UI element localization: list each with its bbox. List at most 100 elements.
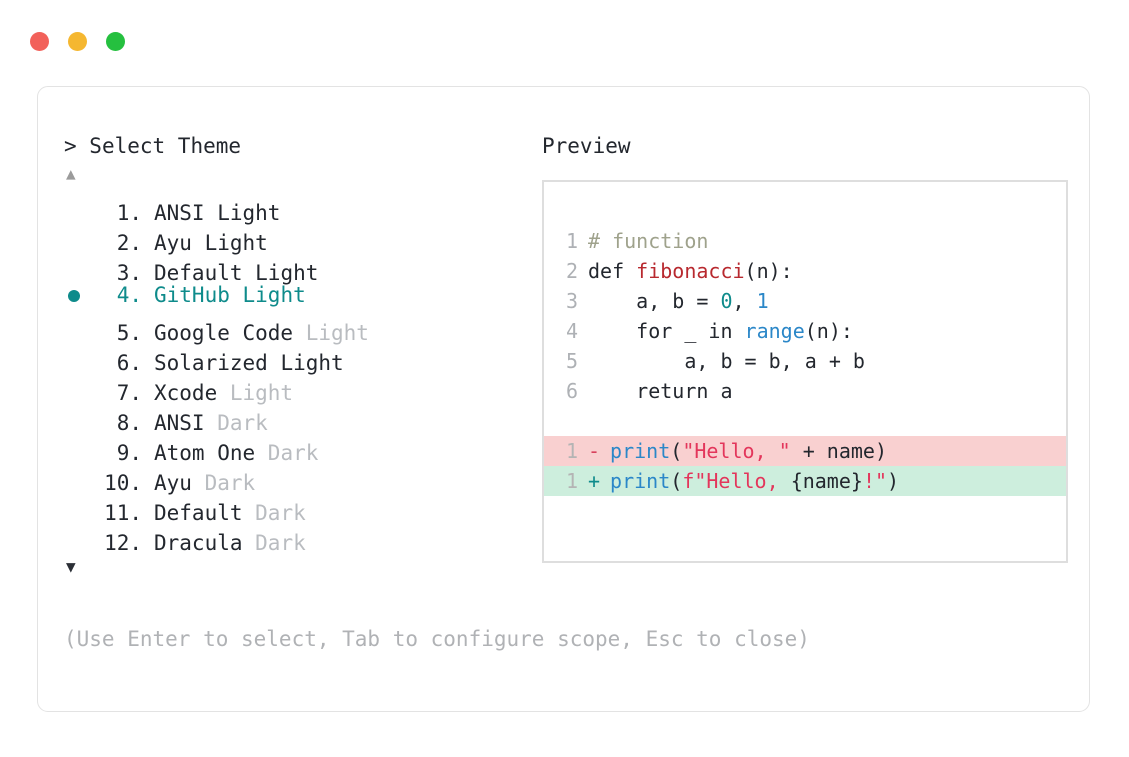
- code-line: 6 return a: [544, 376, 1066, 406]
- diff-sign-icon: -: [588, 439, 601, 463]
- code-line-content: for _ in range(n):: [588, 316, 853, 346]
- theme-item-variant: Dark: [255, 501, 306, 525]
- code-token: def: [588, 259, 637, 283]
- code-token: fibonacci: [636, 259, 745, 283]
- selection-marker: [64, 400, 96, 430]
- minimize-button[interactable]: [68, 32, 87, 51]
- selected-bullet-icon: [68, 290, 80, 302]
- theme-item-variant: Light: [280, 351, 344, 375]
- selection-marker: [64, 340, 96, 370]
- theme-item-name: Google Code Light: [154, 321, 369, 345]
- code-line-content: a, b = b, a + b: [588, 346, 865, 376]
- theme-item-variant: Light: [229, 381, 294, 405]
- selection-marker: [64, 220, 96, 250]
- theme-item-index: 11.: [104, 501, 142, 525]
- code-token: 1: [756, 289, 769, 313]
- theme-item-variant: Dark: [217, 411, 268, 435]
- theme-item-variant: Light: [255, 261, 319, 285]
- selection-marker: [64, 310, 96, 340]
- theme-list-item[interactable]: 2.Ayu Light: [64, 220, 534, 255]
- selection-marker: [64, 370, 96, 400]
- diff-line-content: print("Hello, " + name): [598, 436, 887, 466]
- code-line-content: # function: [588, 226, 708, 256]
- code-token: print: [610, 439, 671, 463]
- theme-list-item[interactable]: 10. Ayu Dark: [64, 460, 534, 495]
- code-spacer: [544, 406, 1066, 436]
- line-number: 3: [565, 289, 578, 313]
- code-token: (: [670, 439, 683, 463]
- code-token: ): [887, 469, 900, 493]
- line-number: 2: [565, 259, 578, 283]
- scroll-up-icon[interactable]: ▲: [66, 164, 76, 183]
- help-hint-text: (Use Enter to select, Tab to configure s…: [64, 627, 810, 651]
- code-token: (n):: [804, 319, 853, 343]
- theme-item-variant: Dark: [204, 471, 256, 495]
- theme-item-name: Dracula Dark: [154, 531, 306, 555]
- theme-list-item[interactable]: 5. Google Code Light: [64, 310, 534, 345]
- theme-item-name: Ayu Dark: [154, 471, 256, 495]
- diff-sign-icon: +: [588, 469, 601, 493]
- theme-item-index: 3.: [116, 261, 142, 285]
- theme-item-name: Solarized Light: [154, 351, 344, 375]
- theme-item-index: 9.: [116, 441, 142, 465]
- theme-item-variant: Dark: [255, 531, 306, 555]
- code-line: 2 def fibonacci(n):: [544, 256, 1066, 286]
- theme-list-item[interactable]: 6.Solarized Light: [64, 340, 534, 375]
- diff-block: 1- print("Hello, " + name)1+ print(f"Hel…: [544, 436, 1066, 496]
- code-token: f"Hello,: [682, 469, 791, 493]
- code-token: [598, 439, 610, 463]
- code-token: (n):: [744, 259, 793, 283]
- theme-list-item[interactable]: 4.GitHub Light: [64, 280, 534, 310]
- theme-item-name: Xcode Light: [154, 381, 294, 405]
- close-button[interactable]: [30, 32, 49, 51]
- theme-item-name: ANSI Dark: [154, 411, 268, 435]
- line-number: 1: [565, 229, 578, 253]
- theme-item-index: 8.: [116, 411, 142, 435]
- code-line: 3 a, b = 0, 1: [544, 286, 1066, 316]
- line-number: 4: [565, 319, 578, 343]
- code-line-content: def fibonacci(n):: [588, 256, 793, 286]
- line-number: 1: [565, 469, 578, 493]
- code-token: 0: [720, 289, 733, 313]
- theme-item-variant: Light: [204, 231, 268, 255]
- theme-item-index: 10.: [104, 471, 142, 495]
- code-token: + name): [790, 439, 888, 463]
- code-token: !": [862, 469, 888, 493]
- prompt-caret-icon: >: [64, 134, 90, 158]
- selection-marker: [64, 520, 96, 550]
- theme-item-index: 5.: [116, 321, 142, 345]
- code-line: 5 a, b = b, a + b: [544, 346, 1066, 376]
- theme-list-item[interactable]: 9.Atom One Dark: [64, 430, 534, 465]
- theme-list-item[interactable]: 12. Dracula Dark: [64, 520, 534, 555]
- theme-list-item[interactable]: 11.Default Dark: [64, 490, 534, 525]
- code-token: print: [610, 469, 671, 493]
- selection-marker: [64, 190, 96, 220]
- code-token: (: [670, 469, 683, 493]
- theme-list-item[interactable]: 8. ANSI Dark: [64, 400, 534, 435]
- selection-marker: [64, 460, 96, 490]
- theme-list-item[interactable]: 3.Default Light: [64, 250, 534, 285]
- theme-list-item[interactable]: 7.Xcode Light: [64, 370, 534, 405]
- theme-list-item[interactable]: 1.ANSI Light: [64, 190, 534, 225]
- theme-item-index: 12.: [104, 531, 142, 555]
- selection-marker: [64, 490, 96, 520]
- code-token: a, b = b, a + b: [588, 349, 865, 373]
- code-token: {name}: [790, 469, 863, 493]
- theme-item-variant: Light: [305, 321, 369, 345]
- line-number: 5: [565, 349, 578, 373]
- maximize-button[interactable]: [106, 32, 125, 51]
- code-token: "Hello, ": [682, 439, 791, 463]
- code-token: range: [744, 319, 805, 343]
- page-title: Select Theme: [89, 134, 242, 158]
- diff-line-del: 1- print("Hello, " + name): [544, 436, 1066, 466]
- scroll-down-icon[interactable]: ▼: [66, 557, 76, 576]
- code-line: 1 # function: [544, 226, 1066, 256]
- diff-line-add: 1 + print(f"Hello, {name}!"): [544, 466, 1066, 496]
- preview-title: Preview: [542, 134, 631, 158]
